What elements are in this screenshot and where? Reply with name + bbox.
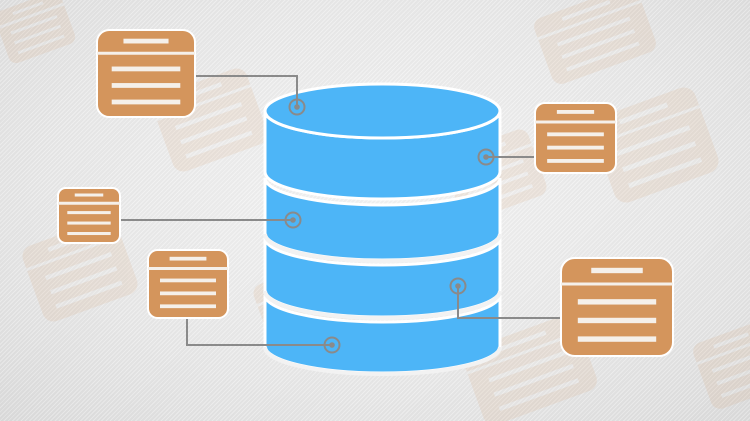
card-text-line [185,130,253,159]
card-body [0,0,76,64]
card-text-line [14,24,62,45]
card-title-line [556,110,595,114]
card-header-divider [561,282,673,286]
card-text-line [547,159,604,163]
card-body [693,321,750,409]
card-text-line [10,14,58,35]
database-layer-gap [263,290,502,320]
record-card-icon [57,187,121,244]
background-card-icon [534,0,656,84]
connector-node-icon [477,148,495,166]
card-header-divider [595,105,701,146]
record-card-icon [147,249,229,319]
card-text-line [67,232,111,236]
card-title-line [123,38,169,44]
card-text-line [111,83,181,88]
card-title-line [561,0,611,21]
card-text-line [180,116,248,145]
card-text-line [566,41,640,72]
card-text-line [67,221,111,225]
connector-line [186,318,332,346]
card-text-line [556,16,631,47]
card-body [591,87,719,203]
connector-node-icon [288,98,306,116]
card-text-line [577,299,657,305]
card-text-line [577,336,657,342]
card-text-line [55,280,123,309]
card-text-line [17,34,65,55]
card-title-line [493,330,547,354]
background-card-icon [693,321,750,409]
card-text-line [111,99,181,105]
card-text-line [160,291,216,296]
card-text-line [622,141,697,173]
card-text-line [616,125,691,157]
card-text-line [160,304,216,309]
card-text-line [547,132,604,137]
card-text-line [67,211,111,215]
card-header-divider [696,334,750,366]
card-text-line [577,317,657,324]
card-text-line [720,375,750,398]
card-text-line [493,363,574,397]
card-text-line [561,29,636,60]
card-title-line [74,193,104,197]
card-body [534,0,656,84]
database-layer-gap [263,346,502,376]
connector-node-icon [323,336,341,354]
record-card-icon [560,257,674,357]
card-text-line [488,349,569,383]
connector-node-icon [449,277,467,295]
card-title-line [12,1,44,16]
record-card-icon [96,29,196,118]
card-title-line [169,256,207,261]
card-text-line [716,362,750,386]
card-header-divider [58,201,120,205]
card-text-line [174,102,243,131]
card-text-line [628,157,703,189]
database-layer-gap [263,233,502,263]
card-text-line [711,350,750,373]
database-icon [263,82,502,376]
card-header-divider [466,330,581,375]
connector-line [195,75,298,107]
card-text-line [547,145,604,150]
connector-node-icon [284,211,302,229]
card-title-line [618,102,669,125]
card-body [22,218,138,322]
card-title-line [713,332,750,349]
card-header-divider [537,0,642,41]
card-header-divider [0,2,65,30]
card-title-line [591,267,643,274]
card-text-line [160,278,216,283]
card-text-line [111,66,181,72]
card-text-line [498,378,580,412]
card-header-divider [97,51,195,55]
background-card-icon [591,87,719,203]
card-text-line [44,252,113,281]
connector-line [457,286,561,319]
background-card-icon [0,0,76,64]
card-text-line [50,266,118,295]
card-header-divider [148,267,228,270]
database-top [263,82,502,140]
card-header-divider [535,120,616,124]
record-card-icon [534,102,617,174]
